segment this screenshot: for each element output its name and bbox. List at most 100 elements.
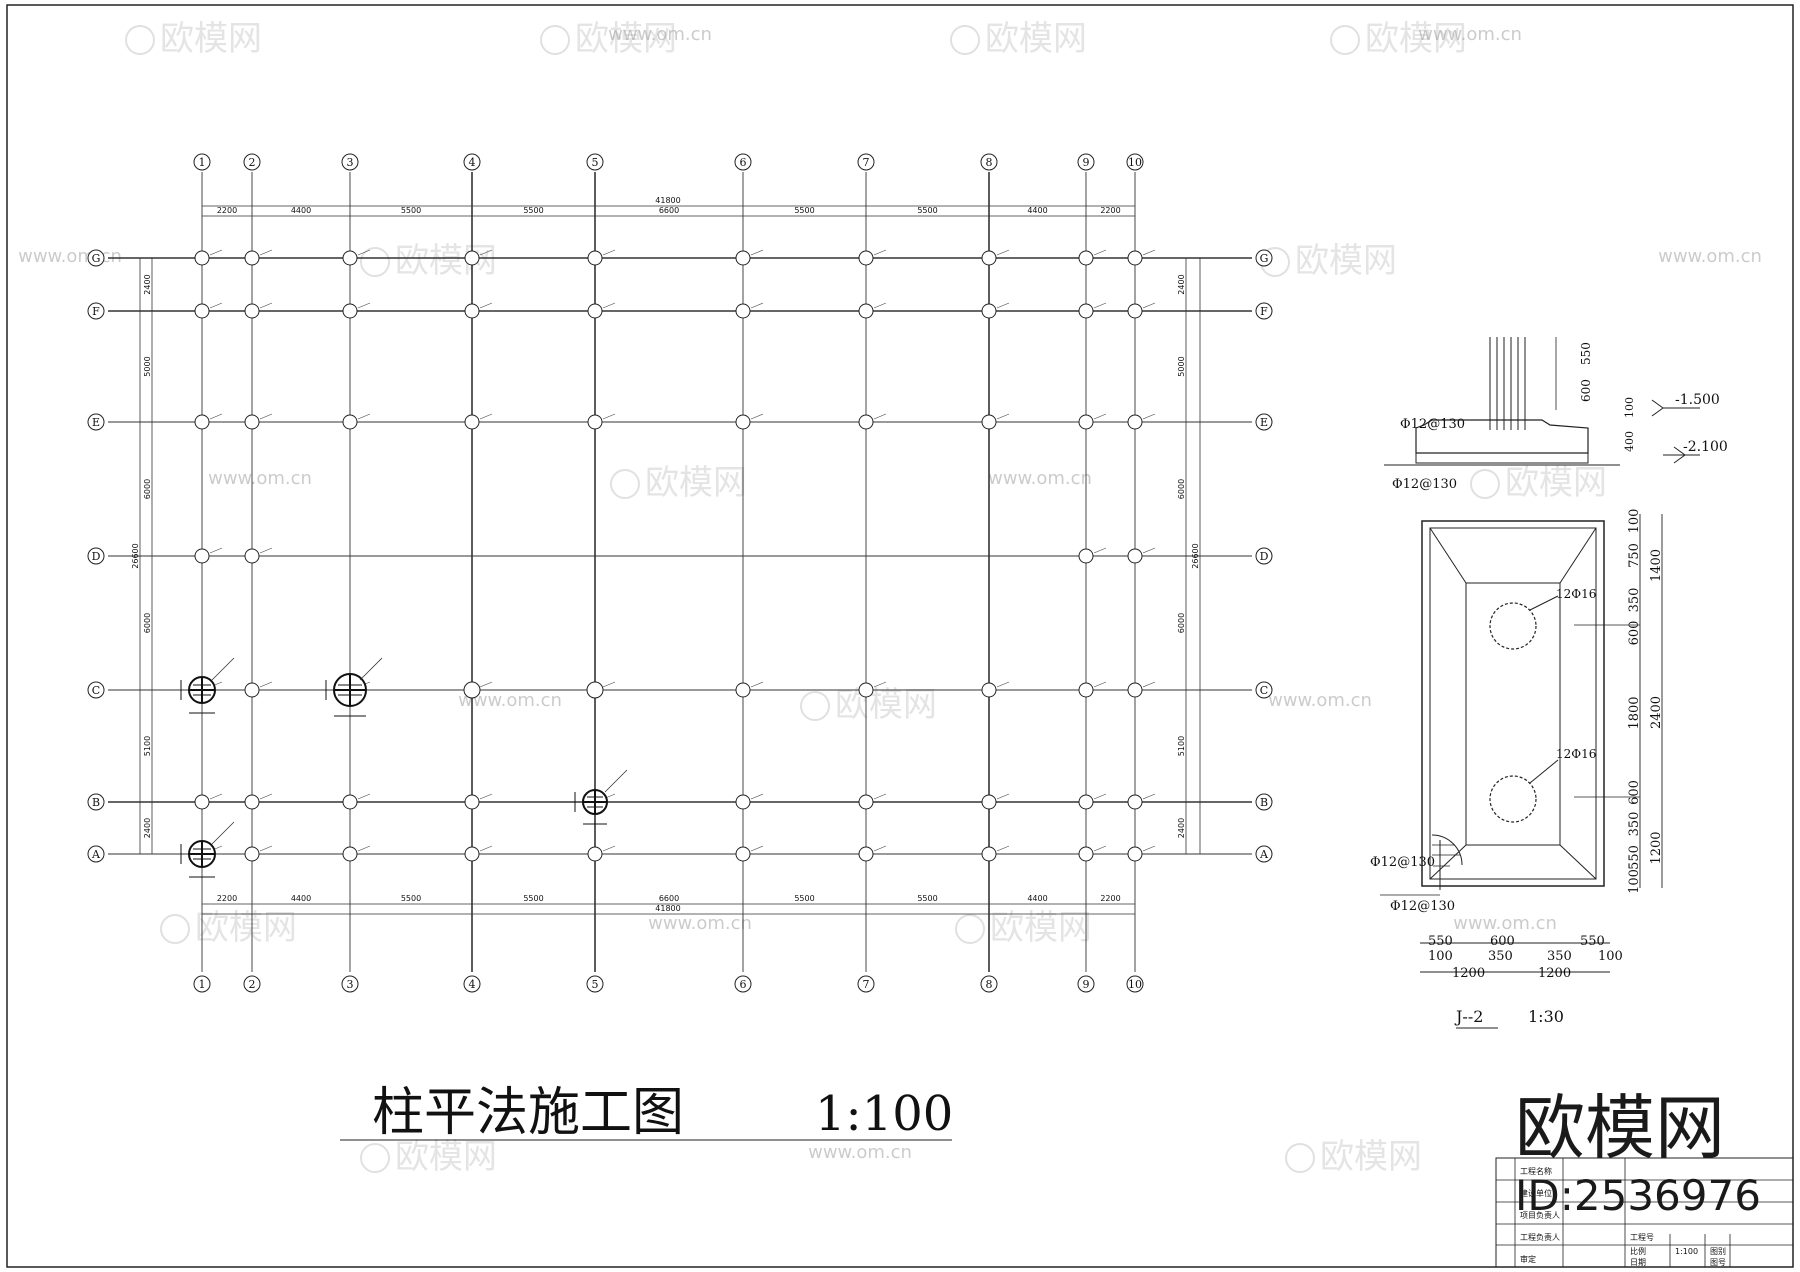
column-marker bbox=[194, 794, 210, 810]
footing-dim-bottom-total: 1200 bbox=[1538, 966, 1571, 981]
grid-label-y: G bbox=[92, 252, 101, 265]
footing-dim-right-total: 1200 bbox=[1649, 831, 1664, 864]
column-marker bbox=[342, 250, 358, 266]
column-marker bbox=[586, 681, 604, 699]
grid-label-y: D bbox=[1260, 550, 1269, 563]
dim-text-x: 2200 bbox=[217, 206, 237, 215]
tb-row-4: 工程负责人 bbox=[1520, 1232, 1560, 1242]
dim-text-x: 5500 bbox=[917, 894, 937, 903]
dim-text-total-y: 26600 bbox=[1191, 543, 1200, 568]
grid-label-y: D bbox=[92, 550, 101, 563]
column-leader bbox=[1142, 793, 1156, 800]
grid-bubble-y bbox=[87, 681, 105, 699]
footing-dim-bottom: 550 bbox=[1428, 934, 1453, 949]
dim-text-y: 5100 bbox=[143, 736, 152, 756]
column-marker bbox=[735, 414, 751, 430]
column-marker bbox=[981, 414, 997, 430]
drawing-scale: 1:100 bbox=[815, 1086, 953, 1142]
column-marker bbox=[1127, 250, 1143, 266]
watermark-brand: 欧模网 bbox=[990, 908, 1092, 948]
column-leader bbox=[1093, 547, 1107, 554]
dim-text-x: 2200 bbox=[1100, 894, 1120, 903]
column-leader bbox=[259, 845, 273, 852]
title-block: 工程名称 建设单位 项目负责人 工程负责人 审定 工程号 比例 1:100 图别… bbox=[1495, 1157, 1794, 1268]
grid-label-x: 3 bbox=[347, 978, 354, 991]
section-dim-400: 400 bbox=[1623, 431, 1636, 452]
column-marker bbox=[981, 303, 997, 319]
watermark-site: www.om.cn bbox=[1268, 690, 1372, 711]
column-leader bbox=[479, 681, 493, 688]
column-leader bbox=[209, 249, 223, 256]
sheet-border bbox=[6, 4, 1794, 1268]
grid-label-y: B bbox=[1260, 796, 1268, 809]
watermark-site: www.om.cn bbox=[458, 690, 562, 711]
column-marker bbox=[244, 682, 260, 698]
grid-label-x: 8 bbox=[986, 156, 993, 169]
watermark-brand: 欧模网 bbox=[395, 1137, 497, 1177]
section-dim-600: 600 bbox=[1579, 379, 1593, 402]
watermark-repeat: 欧模网 bbox=[610, 463, 747, 503]
column-leader bbox=[1093, 793, 1107, 800]
column-leader bbox=[259, 681, 273, 688]
tb-row-2: 建设单位 bbox=[1520, 1188, 1552, 1198]
grid-label-y: B bbox=[92, 796, 100, 809]
grid-bubble-y bbox=[1255, 249, 1273, 267]
tb-row-5: 审定 bbox=[1520, 1254, 1536, 1264]
column-section-leader bbox=[604, 769, 628, 793]
grid-label-x: 10 bbox=[1128, 978, 1142, 991]
grid-label-x: 10 bbox=[1128, 156, 1142, 169]
footing-dim-bottom: 600 bbox=[1490, 934, 1515, 949]
watermark-logo-icon bbox=[610, 469, 640, 499]
grid-label-x: 2 bbox=[249, 156, 256, 169]
grid-bubble-x bbox=[586, 975, 604, 993]
column-marker bbox=[1078, 250, 1094, 266]
grid-bubble-y bbox=[1255, 845, 1273, 863]
grid-bubble-y bbox=[87, 547, 105, 565]
column-marker bbox=[587, 846, 603, 862]
grid-bubble-y bbox=[87, 793, 105, 811]
footing-section: 550 600 100 400 -1.500 -2.100 Φ12@130 Φ1… bbox=[1384, 337, 1728, 492]
dim-text-x: 5500 bbox=[523, 894, 543, 903]
grid-label-y: G bbox=[1260, 252, 1269, 265]
watermark-logo-icon bbox=[955, 914, 985, 944]
column-section-callouts bbox=[180, 657, 628, 878]
watermark-site: www.om.cn bbox=[988, 468, 1092, 489]
column-leader bbox=[479, 413, 493, 420]
tb-row-1: 工程名称 bbox=[1520, 1166, 1552, 1176]
dim-text-x: 5500 bbox=[917, 206, 937, 215]
footing-dim-right: 100 bbox=[1627, 869, 1642, 894]
watermark-id: ID:2536976 bbox=[1515, 1171, 1761, 1220]
dim-text-y: 6000 bbox=[1177, 613, 1186, 633]
grid-bubble-y bbox=[87, 249, 105, 267]
drawing-title-group: 柱平法施工图 1:100 bbox=[340, 1083, 953, 1143]
dim-text-y: 5000 bbox=[143, 356, 152, 376]
column-marker bbox=[858, 303, 874, 319]
column-marker bbox=[244, 548, 260, 564]
column-marker bbox=[464, 794, 480, 810]
dim-text-y: 2400 bbox=[143, 818, 152, 838]
grid-bubble-x bbox=[463, 153, 481, 171]
grid-label-y: F bbox=[1260, 305, 1268, 318]
column-leader bbox=[357, 413, 371, 420]
tb-scale-label: 比例 bbox=[1630, 1246, 1646, 1256]
grid-label-x: 9 bbox=[1083, 978, 1090, 991]
watermark-site: www.om.cn bbox=[1418, 24, 1522, 45]
watermark-logo-icon bbox=[360, 1143, 390, 1173]
column-marker bbox=[244, 303, 260, 319]
footing-dim-bottom: 350 bbox=[1547, 949, 1572, 964]
column-marker bbox=[464, 250, 480, 266]
footing-dim-right-total: 1400 bbox=[1649, 549, 1664, 582]
grid-label-x: 4 bbox=[469, 978, 476, 991]
column-marker bbox=[244, 414, 260, 430]
columns bbox=[193, 249, 1156, 862]
grid-bubble-x bbox=[463, 975, 481, 993]
column-leader bbox=[1093, 249, 1107, 256]
grid-bubble-x bbox=[734, 975, 752, 993]
grid-bubble-y bbox=[1255, 793, 1273, 811]
footing-dim-right: 550 bbox=[1627, 845, 1642, 870]
watermark-brand-large: 欧模网 bbox=[1515, 1087, 1725, 1169]
footing-dim-bottom: 550 bbox=[1580, 934, 1605, 949]
grid-bubble-x bbox=[1126, 153, 1144, 171]
column-leader bbox=[259, 302, 273, 309]
watermark-brand: 欧模网 bbox=[835, 685, 937, 725]
